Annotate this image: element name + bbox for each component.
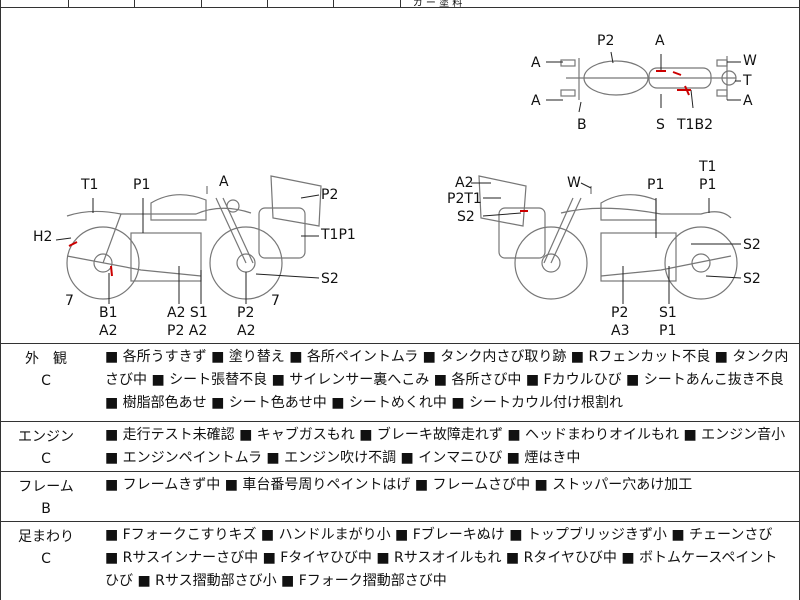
label-top-w: W [743, 53, 757, 69]
label-top-b: B [577, 117, 587, 133]
label-top-s: S [656, 117, 665, 133]
label-right-t1: T1 [699, 159, 717, 175]
label-left-7b: 7 [271, 293, 280, 309]
label-left-a: A [219, 174, 229, 190]
section-engine: エンジン C ■ 走行テスト未確認 ■ キャブガスもれ ■ ブレーキ故障走れず … [1, 422, 800, 472]
label-right-a2: A2 [455, 175, 474, 191]
label-right-p1b: P1 [699, 177, 717, 193]
label-right-p1: P1 [647, 177, 665, 193]
label-left-h2: H2 [33, 229, 53, 245]
label-right-s2b: S2 [743, 237, 761, 253]
label-left-a2s1: A2 S1 [167, 305, 208, 321]
label-right-s2c: S2 [743, 271, 761, 287]
label-left-7a: 7 [65, 293, 74, 309]
label-top-a-right: A [743, 93, 753, 109]
label-left-a2a: A2 [99, 323, 118, 339]
label-right-s2a: S2 [457, 209, 475, 225]
section-items: ■ 走行テスト未確認 ■ キャブガスもれ ■ ブレーキ故障走れず ■ ヘッドまわ… [105, 427, 786, 466]
section-suspension: 足まわり C ■ Fフォークこすりキズ ■ ハンドルまがり小 ■ Fブレーキぬけ… [1, 522, 800, 600]
section-title: 足まわり [18, 529, 74, 545]
label-right-p1c: P1 [659, 323, 677, 339]
section-grade: B [41, 501, 51, 517]
motorcycle-damage-diagram: P2 A A A W T A B S T1B2 T1 P1 A P2 H2 T1… [1, 8, 800, 344]
label-right-s1: S1 [659, 305, 677, 321]
label-left-p2a2: P2 A2 [167, 323, 208, 339]
section-items: ■ フレームきず中 ■ 車台番号周りペイントはげ ■ フレームさび中 ■ ストッ… [105, 477, 693, 493]
top-view-drawing [560, 56, 737, 100]
label-left-t1: T1 [81, 177, 99, 193]
label-right-p2: P2 [611, 305, 629, 321]
motorcycle-drawings [55, 51, 742, 304]
label-right-p2t1: P2T1 [447, 191, 482, 207]
left-view-drawing [66, 175, 322, 300]
label-left-s2: S2 [321, 271, 339, 287]
section-grade: C [41, 451, 51, 467]
label-right-w: W [567, 175, 581, 191]
label-top-a: A [655, 33, 665, 49]
top-strip-text: カ ー 塗 料 [412, 0, 463, 8]
label-top-t1b2: T1B2 [677, 117, 713, 133]
label-top-t: T [743, 73, 752, 89]
label-left-p2: P2 [321, 187, 339, 203]
section-items: ■ 各所うすきず ■ 塗り替え ■ 各所ペイントムラ ■ タンク内さび取り跡 ■… [105, 349, 789, 411]
label-left-t1p1: T1P1 [321, 227, 356, 243]
right-view-drawing [478, 175, 738, 300]
section-title: エンジン [18, 429, 74, 445]
section-items: ■ Fフォークこすりキズ ■ ハンドルまがり小 ■ Fブレーキぬけ ■ トップブ… [105, 527, 778, 589]
section-frame: フレーム B ■ フレームきず中 ■ 車台番号周りペイントはげ ■ フレームさび… [1, 472, 800, 522]
section-grade: C [41, 373, 51, 389]
top-header-strip: カ ー 塗 料 [1, 0, 800, 8]
section-exterior: 外 観 C ■ 各所うすきず ■ 塗り替え ■ 各所ペイントムラ ■ タンク内さ… [1, 344, 800, 422]
label-left-a2b: A2 [237, 323, 256, 339]
label-top-a-left2: A [531, 93, 541, 109]
label-left-b1: B1 [99, 305, 118, 321]
label-top-a-left1: A [531, 55, 541, 71]
section-title: 外 観 [25, 351, 67, 367]
label-right-a3: A3 [611, 323, 630, 339]
section-grade: C [41, 551, 51, 567]
label-left-p2-bottom: P2 [237, 305, 255, 321]
label-left-p1: P1 [133, 177, 151, 193]
section-title: フレーム [18, 479, 74, 495]
label-top-p2: P2 [597, 33, 615, 49]
